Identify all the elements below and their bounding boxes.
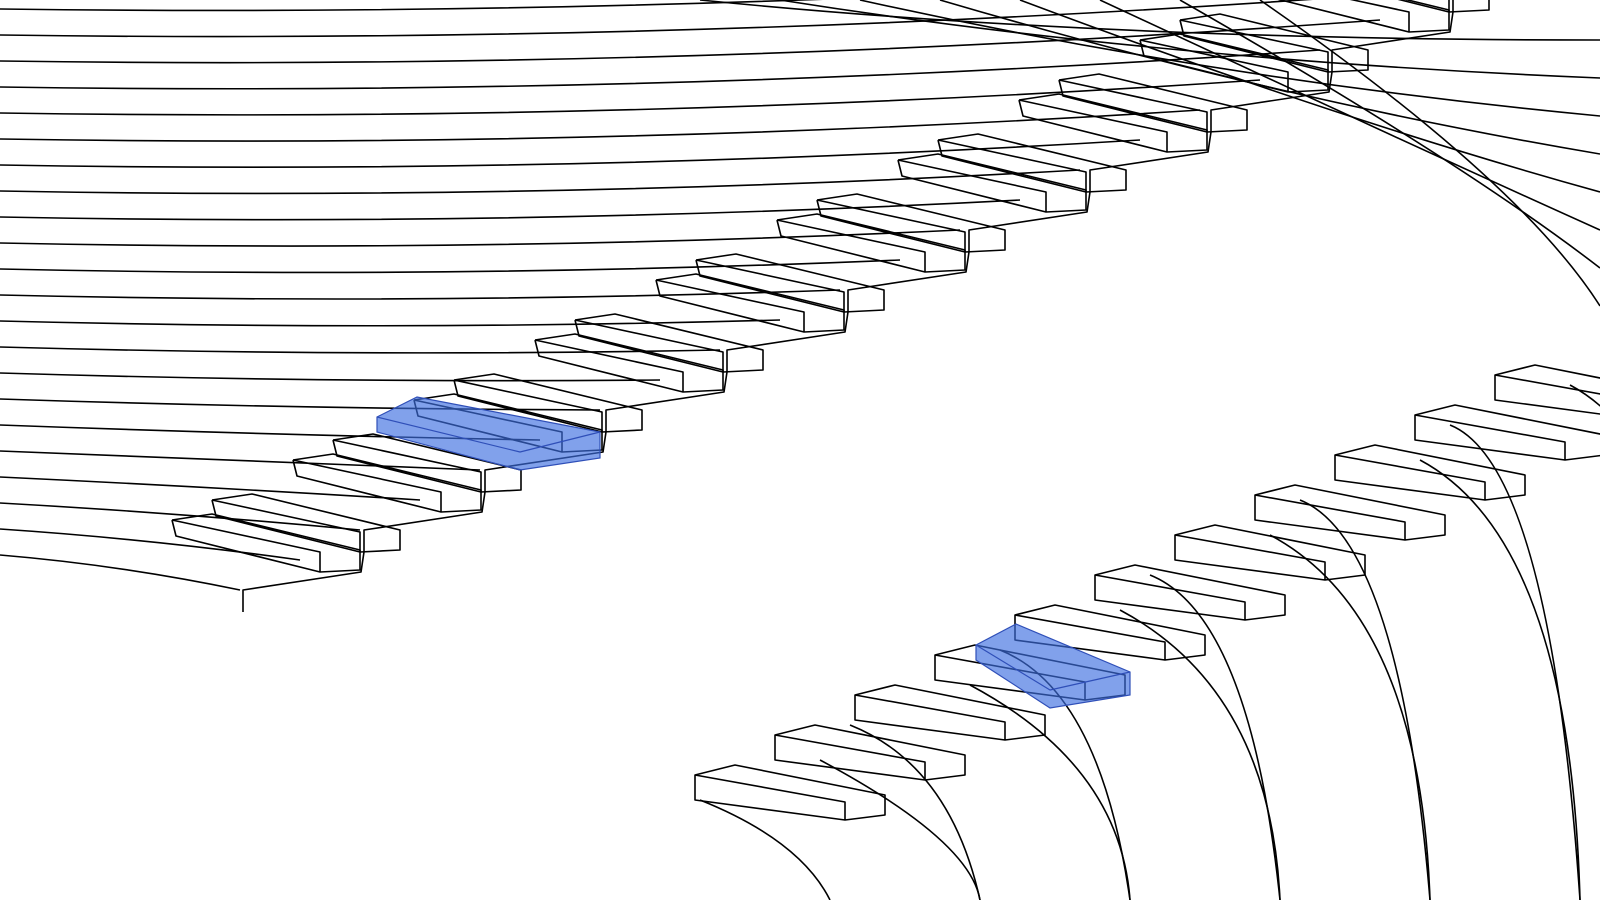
seating-row-edge	[1179, 0, 1600, 269]
seating-row-edge	[1259, 0, 1600, 307]
seating-row-edge	[0, 502, 361, 531]
stair-step	[774, 724, 966, 781]
highlight-edge	[975, 644, 1131, 691]
upper-seating-rows	[0, 0, 1600, 591]
stair-step	[1397, 0, 1490, 13]
seating-row-curve	[1449, 424, 1581, 901]
seating-row-edge	[0, 528, 301, 561]
selected-steps[interactable]	[376, 396, 1131, 709]
stair-step	[1058, 73, 1248, 133]
stair-step	[897, 153, 1087, 213]
stair-step	[574, 313, 764, 373]
stair-step	[1494, 364, 1600, 415]
seating-row-edge	[0, 49, 1321, 90]
seating-row-edge	[0, 229, 961, 247]
seating-row-curve	[1119, 609, 1281, 901]
stair-step	[1334, 444, 1526, 501]
stair-step	[1094, 564, 1286, 621]
seating-row-edge	[0, 372, 661, 382]
seating-row-edge	[0, 259, 901, 274]
stair-step	[1139, 33, 1329, 93]
selected-step-highlight[interactable]	[975, 623, 1131, 709]
seating-row-edge	[0, 476, 421, 501]
seating-row-edge	[0, 139, 1141, 169]
seating-row-edge	[939, 0, 1600, 155]
seating-row-edge	[699, 0, 1600, 41]
seating-row-curve	[1149, 574, 1281, 901]
stair-step	[171, 513, 361, 573]
seating-row-edge	[0, 169, 1081, 195]
stair-step	[937, 133, 1127, 193]
stair-step	[655, 273, 845, 333]
stair-step	[1174, 524, 1366, 581]
seating-row-curve	[699, 799, 831, 901]
seating-row-edge	[0, 554, 241, 591]
seating-row-edge	[0, 0, 1313, 38]
stair-step	[1414, 404, 1600, 461]
seating-row-edge	[1019, 0, 1600, 193]
highlight-edge	[376, 416, 601, 453]
stair-step	[854, 684, 1046, 741]
stair-step	[1254, 484, 1446, 541]
seating-row-edge	[779, 0, 1600, 79]
stair-step	[453, 373, 643, 433]
upper-aisle-stair	[171, 0, 1490, 612]
seating-row-edge	[1099, 0, 1600, 231]
seating-row-edge	[0, 346, 721, 354]
seating-row-curve	[1299, 499, 1431, 901]
stair-step	[292, 453, 482, 513]
seating-row-edge	[0, 450, 481, 471]
seating-row-curve	[1269, 534, 1431, 901]
stair-step	[816, 193, 1006, 253]
seating-row-edge	[859, 0, 1600, 117]
seating-row-edge	[0, 0, 823, 12]
seating-row-edge	[0, 319, 781, 327]
seating-row-edge	[0, 199, 1021, 221]
seating-row-curve	[819, 759, 981, 901]
stair-step	[694, 764, 886, 821]
selected-step-highlight[interactable]	[376, 396, 601, 471]
stair-step	[1018, 93, 1208, 153]
stair-step	[695, 253, 885, 313]
stair-step	[1179, 13, 1369, 73]
seating-row-edge	[0, 289, 841, 300]
stair-step	[1277, 0, 1450, 33]
stair-step	[211, 493, 401, 553]
stair-stringer-line	[242, 0, 1454, 612]
seating-row-edge	[0, 79, 1261, 116]
seating-row-curve	[1419, 459, 1581, 901]
stair-step	[332, 433, 522, 493]
stair-step	[534, 333, 724, 393]
seating-row-edge	[0, 109, 1201, 142]
stair-step	[776, 213, 966, 273]
